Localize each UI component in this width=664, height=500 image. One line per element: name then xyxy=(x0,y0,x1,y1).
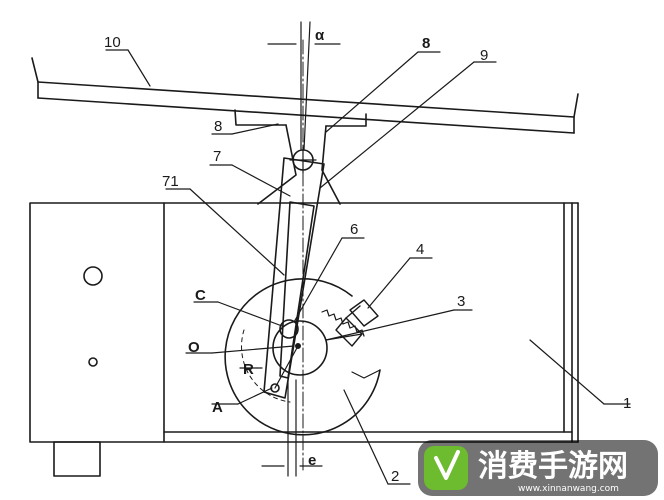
watermark-title: 消费手游网 xyxy=(478,449,628,484)
cam-teeth xyxy=(321,309,365,337)
label-e: e xyxy=(308,452,316,469)
label-8-side: 8 xyxy=(214,118,222,135)
label-a: A xyxy=(212,399,223,416)
cam-disc xyxy=(224,278,381,436)
watermark-url: www.xinnanwang.com xyxy=(518,484,619,494)
label-2: 2 xyxy=(391,468,399,485)
alpha-dimension xyxy=(267,21,341,151)
label-3: 3 xyxy=(457,293,465,310)
label-10: 10 xyxy=(104,34,121,51)
label-71: 71 xyxy=(162,173,179,190)
label-4: 4 xyxy=(416,241,424,258)
label-6: 6 xyxy=(350,221,358,238)
label-o: O xyxy=(188,339,200,356)
label-c: C xyxy=(195,287,206,304)
adjust-screw xyxy=(335,299,379,347)
label-r: R xyxy=(243,361,254,378)
label-9: 9 xyxy=(480,47,488,64)
housing xyxy=(29,202,579,443)
bracket xyxy=(234,109,367,205)
labels: 10 8 9 8 7 71 6 4 3 C O R A 1 2 α e xyxy=(104,27,631,485)
watermark: 消费手游网 www.xinnanwang.com xyxy=(418,440,658,496)
cam-notch xyxy=(351,369,381,379)
swing-link xyxy=(263,157,325,399)
radius-line xyxy=(274,345,299,389)
foot xyxy=(53,441,101,477)
leader-lines xyxy=(105,49,631,485)
label-1: 1 xyxy=(623,395,631,412)
label-8-top: 8 xyxy=(422,35,430,52)
label-7: 7 xyxy=(213,148,221,165)
crank-pin xyxy=(279,319,299,339)
dashed-arc xyxy=(241,329,291,403)
label-alpha: α xyxy=(315,27,325,44)
e-dimension xyxy=(261,379,323,477)
watermark-logo-icon xyxy=(424,446,468,490)
